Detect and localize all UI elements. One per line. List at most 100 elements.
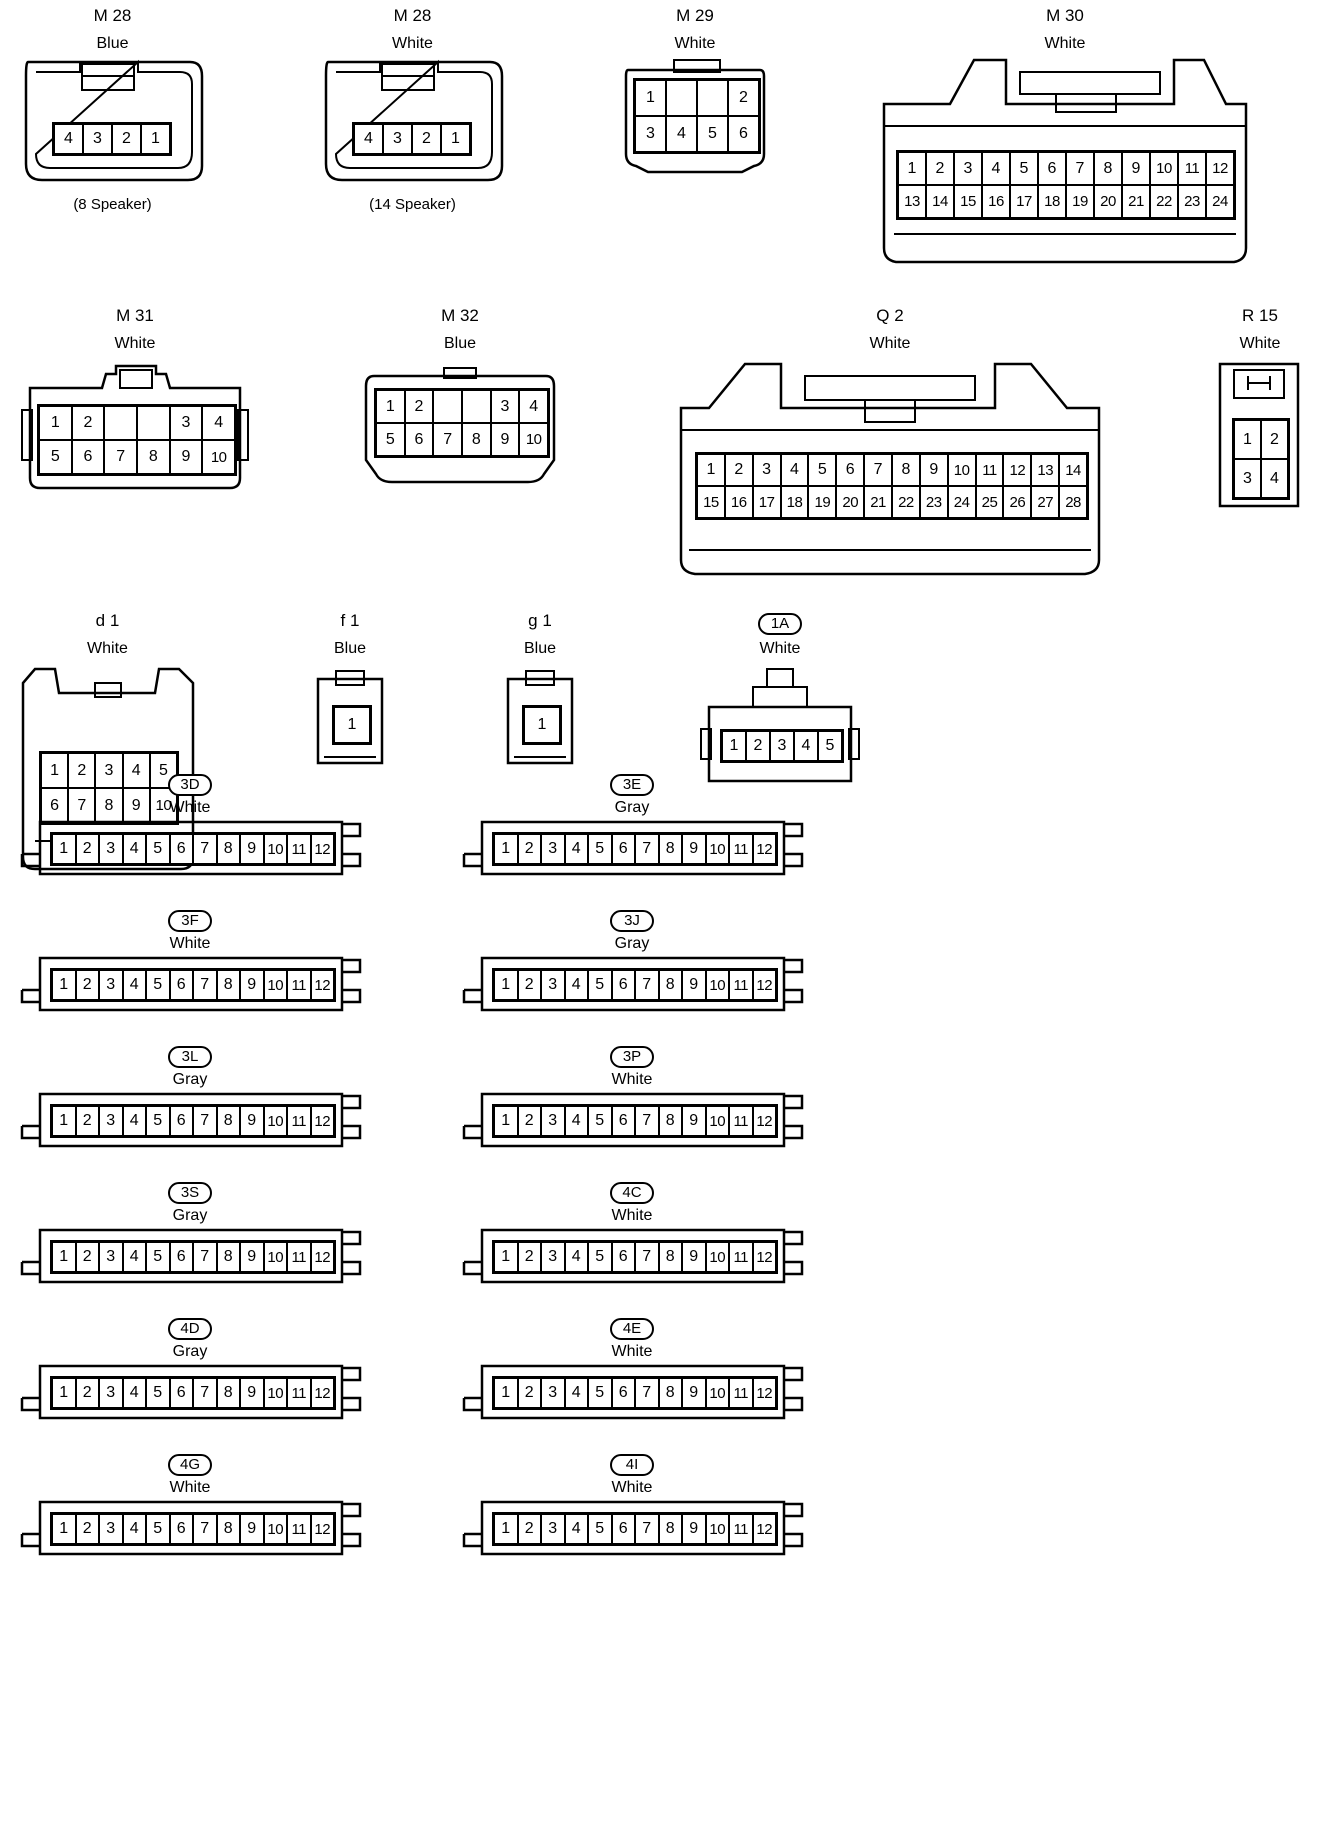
connector-housing <box>364 367 556 484</box>
pin: 8 <box>658 1242 682 1272</box>
pin: 9 <box>240 834 264 864</box>
pin: 10 <box>263 1106 287 1136</box>
pin: 3 <box>541 1242 565 1272</box>
connector-code: g 1 <box>528 611 552 630</box>
pin: 12 <box>752 834 776 864</box>
pin: 12 <box>752 1514 776 1544</box>
pin: 2 <box>746 731 770 761</box>
pin: 12 <box>310 1242 334 1272</box>
pin: 3 <box>541 1106 565 1136</box>
pin: 2 <box>517 970 541 1000</box>
pin: 10 <box>202 440 235 474</box>
pin: 10 <box>263 1514 287 1544</box>
pin: 11 <box>287 834 311 864</box>
connector-housing <box>316 670 384 765</box>
pin: 9 <box>240 1514 264 1544</box>
connector-color: White <box>1044 35 1086 52</box>
pin: 6 <box>404 423 434 456</box>
pin: 12 <box>752 1242 776 1272</box>
pin: 4 <box>564 970 588 1000</box>
pin: 6 <box>611 1378 635 1408</box>
pin: 5 <box>588 1242 612 1272</box>
pin: 3 <box>541 970 565 1000</box>
junction-housing <box>462 1092 804 1148</box>
pin: 2 <box>517 1242 541 1272</box>
pin: 5 <box>146 1378 170 1408</box>
pin: 9 <box>240 1242 264 1272</box>
pin: 2 <box>412 124 441 154</box>
pin: 7 <box>635 970 659 1000</box>
pin: 9 <box>919 454 948 486</box>
pin: 5 <box>146 1242 170 1272</box>
connector-code: M 30 <box>1046 6 1084 25</box>
pin: 13 <box>1031 454 1060 486</box>
pin: 4 <box>122 970 146 1000</box>
pin: 8 <box>658 834 682 864</box>
pin: 2 <box>71 406 105 440</box>
pin: 24 <box>947 486 976 518</box>
pin: 5 <box>818 731 842 761</box>
connector-g1: g 1 Blue 1 <box>500 605 580 785</box>
pin: 10 <box>705 1106 729 1136</box>
connector-housing <box>679 362 1101 576</box>
pin: 11 <box>287 1514 311 1544</box>
pin: 8 <box>461 423 491 456</box>
pin: 6 <box>728 116 759 152</box>
junction-housing <box>462 820 804 876</box>
pin: 5 <box>146 834 170 864</box>
pin: 1 <box>494 1106 518 1136</box>
pin: 1 <box>1234 420 1261 459</box>
connector-color: White <box>869 335 911 352</box>
pin: 5 <box>808 454 837 486</box>
pin: 5 <box>146 1514 170 1544</box>
pin: 11 <box>287 970 311 1000</box>
pin: 1 <box>494 834 518 864</box>
pin: 8 <box>216 1242 240 1272</box>
pin: 8 <box>658 970 682 1000</box>
pin: 1 <box>52 970 76 1000</box>
pin: 8 <box>658 1378 682 1408</box>
junction-color: Gray <box>172 1207 208 1224</box>
pin: 5 <box>376 423 405 456</box>
connector-color: White <box>759 640 801 657</box>
pin: 6 <box>611 970 635 1000</box>
junction-code-badge: 4G <box>168 1454 212 1476</box>
pin: 7 <box>635 1514 659 1544</box>
pin: 8 <box>95 788 123 823</box>
pin: 12 <box>1206 152 1234 185</box>
junction-color: White <box>611 1479 653 1496</box>
junction-housing <box>462 1228 804 1284</box>
pin: 9 <box>169 440 203 474</box>
pin: 1 <box>697 454 725 486</box>
junction-color: Gray <box>614 935 650 952</box>
pin-cavity-empty <box>137 406 170 440</box>
pin: 6 <box>1038 152 1066 185</box>
junction-housing <box>462 956 804 1012</box>
pin: 3 <box>99 1514 123 1544</box>
pin: 2 <box>517 1106 541 1136</box>
pin: 7 <box>433 423 462 456</box>
connector-color: White <box>392 35 433 52</box>
junction-code-badge: 4I <box>610 1454 654 1476</box>
pin: 11 <box>729 1106 753 1136</box>
pin: 10 <box>705 970 729 1000</box>
pin: 2 <box>724 454 753 486</box>
pin: 3 <box>99 970 123 1000</box>
pin: 3 <box>383 124 412 154</box>
pin: 25 <box>975 486 1004 518</box>
pin: 12 <box>310 1378 334 1408</box>
